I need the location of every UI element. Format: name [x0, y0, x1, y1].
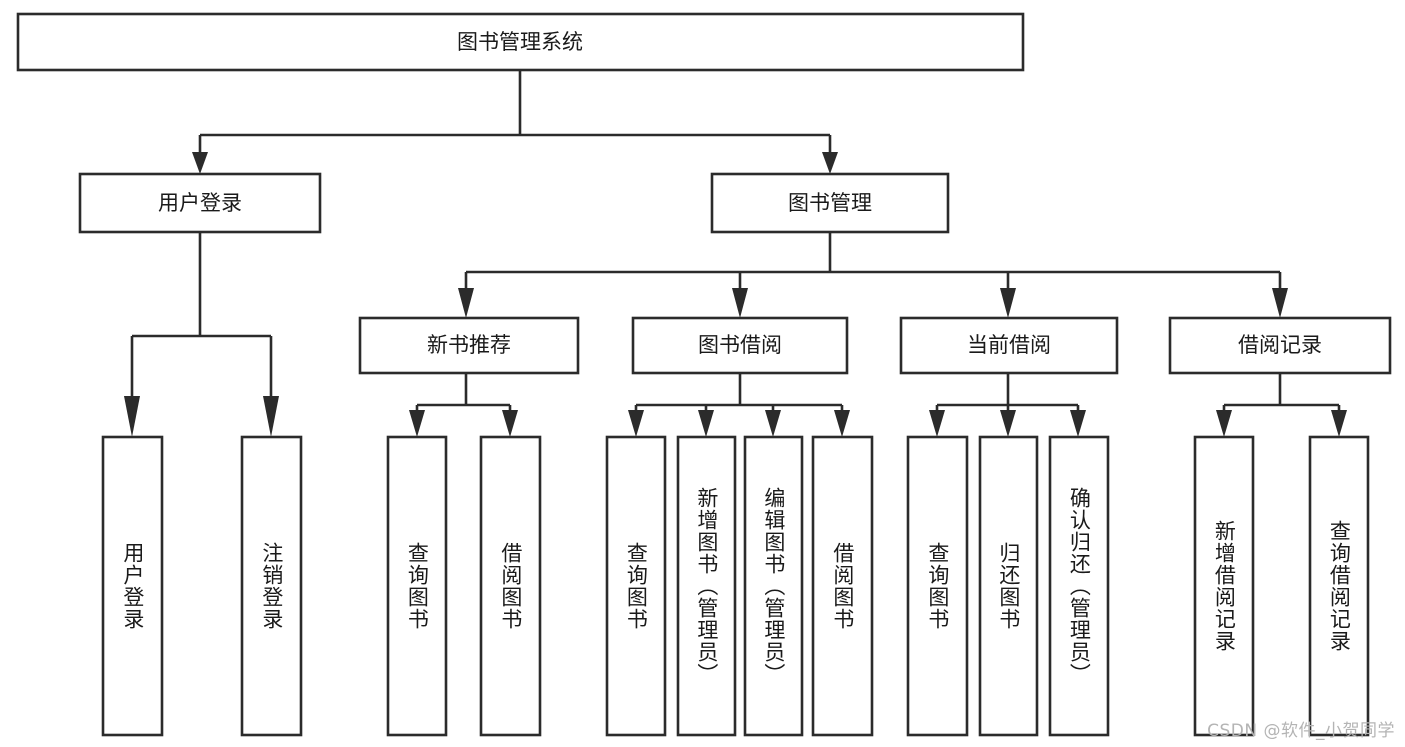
arrowhead-leaf-edit-book [765, 410, 781, 437]
node-layer: 图书管理系统 用户登录 图书管理 新书推荐 图书借阅 当前借阅 借阅记录 [16, 12, 1392, 737]
arrowhead-current-borrow [1000, 288, 1016, 318]
arrowhead-leaf-borrow-book-1 [502, 410, 518, 437]
arrowhead-leaf-user-logout [263, 396, 279, 437]
connector-layer [124, 70, 1347, 437]
arrowhead-leaf-borrow-book-2 [834, 410, 850, 437]
node-leaf-query-book-2[interactable] [605, 435, 667, 737]
node-leaf-user-logout[interactable] [240, 435, 303, 737]
arrowhead-leaf-query-record [1331, 410, 1347, 437]
node-new-book-recommend-label: 新书推荐 [427, 333, 511, 357]
node-leaf-query-record[interactable] [1308, 435, 1370, 737]
node-leaf-query-book-3[interactable] [906, 435, 969, 737]
node-current-borrow[interactable] [899, 316, 1119, 375]
arrowhead-leaf-user-login [124, 396, 140, 437]
arrowhead-leaf-query-book-2 [628, 410, 644, 437]
node-leaf-borrow-book-1[interactable] [479, 435, 542, 737]
arrowhead-leaf-query-book-3 [929, 410, 945, 437]
watermark: CSDN @软件_小贺同学 [1207, 721, 1395, 741]
arrowhead-user-login [192, 152, 208, 174]
node-root[interactable] [16, 12, 1025, 72]
node-leaf-borrow-book-2[interactable] [811, 435, 874, 737]
node-leaf-add-record[interactable] [1193, 435, 1255, 737]
arrowhead-leaf-add-record [1216, 410, 1232, 437]
node-root-label: 图书管理系统 [457, 30, 583, 54]
node-leaf-user-login[interactable] [101, 435, 164, 737]
node-current-borrow-label: 当前借阅 [967, 333, 1051, 357]
node-book-manage-label: 图书管理 [788, 191, 872, 215]
node-leaf-edit-book[interactable] [743, 435, 804, 737]
node-borrow-record[interactable] [1168, 316, 1392, 375]
arrowhead-leaf-query-book-1 [409, 410, 425, 437]
arrowhead-book-borrow [732, 288, 748, 318]
arrowhead-leaf-return-book [1000, 410, 1016, 437]
node-leaf-query-book-1[interactable] [386, 435, 448, 737]
arrowhead-leaf-confirm-return [1070, 410, 1086, 437]
node-borrow-record-label: 借阅记录 [1238, 333, 1322, 357]
node-new-book-recommend[interactable] [358, 316, 580, 375]
arrowhead-leaf-add-book [698, 410, 714, 437]
node-book-manage[interactable] [710, 172, 950, 234]
node-user-login-label: 用户登录 [158, 191, 242, 215]
node-user-login[interactable] [78, 172, 322, 234]
node-book-borrow[interactable] [631, 316, 849, 375]
node-leaf-confirm-return[interactable] [1048, 435, 1110, 737]
arrowhead-book-manage [822, 152, 838, 174]
node-leaf-return-book[interactable] [978, 435, 1039, 737]
arrowhead-borrow-record [1272, 288, 1288, 318]
node-book-borrow-label: 图书借阅 [698, 333, 782, 357]
node-leaf-add-book[interactable] [676, 435, 737, 737]
arrowhead-new-book-recommend [458, 288, 474, 318]
